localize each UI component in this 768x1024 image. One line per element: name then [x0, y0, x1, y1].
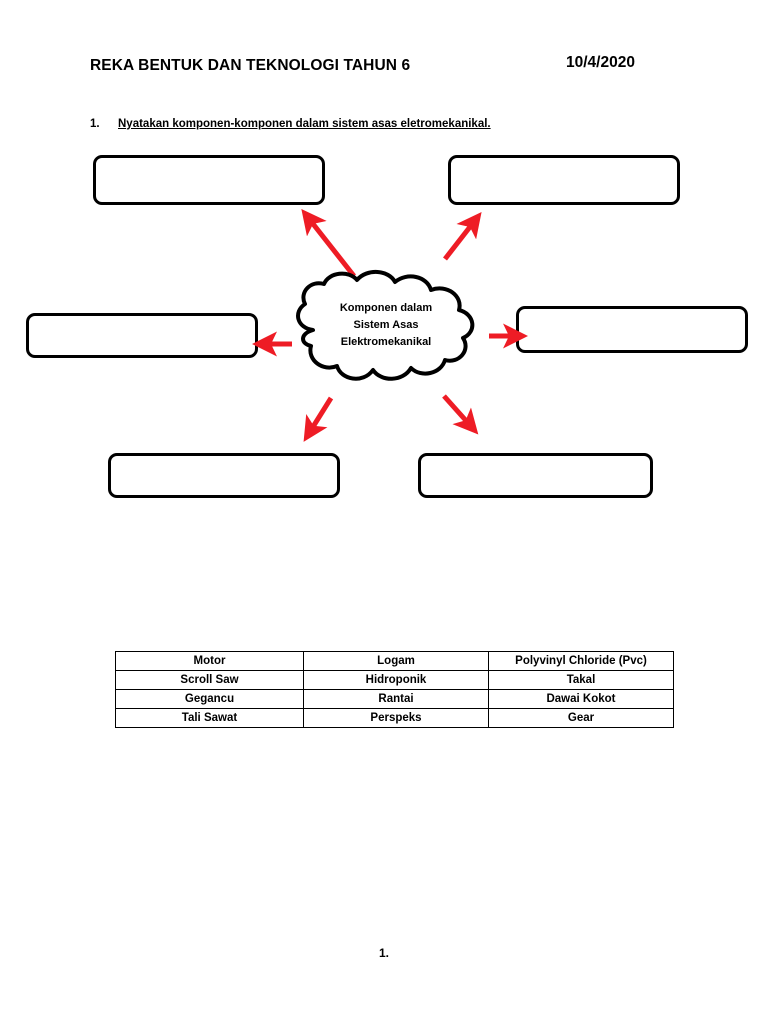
table-cell: Hidroponik	[303, 670, 489, 690]
table-cell: Scroll Saw	[115, 670, 304, 690]
arrow-down-left	[303, 396, 334, 442]
table-cell: Takal	[488, 670, 674, 690]
table-row: Scroll Saw Hidroponik Takal	[115, 670, 674, 690]
table-cell: Gegancu	[115, 689, 304, 709]
answer-box-top-left[interactable]	[93, 155, 325, 205]
answer-box-middle-left[interactable]	[26, 313, 258, 358]
answer-box-middle-right[interactable]	[516, 306, 748, 353]
table-cell: Tali Sawat	[115, 708, 304, 728]
table-cell: Rantai	[303, 689, 489, 709]
table-cell: Logam	[303, 651, 489, 671]
question-number: 1.	[90, 118, 100, 130]
answer-box-bottom-left[interactable]	[108, 453, 340, 498]
answer-box-bottom-right[interactable]	[418, 453, 653, 498]
page-title: REKA BENTUK DAN TEKNOLOGI TAHUN 6	[90, 57, 411, 74]
cloud-outline-icon	[296, 270, 475, 381]
table-row: Tali Sawat Perspeks Gear	[115, 708, 674, 728]
question-text: Nyatakan komponen-komponen dalam sistem …	[118, 118, 491, 130]
question-1: 1. Nyatakan komponen-komponen dalam sist…	[90, 118, 491, 130]
table-cell: Dawai Kokot	[488, 689, 674, 709]
arrow-down-right	[442, 394, 479, 435]
table-cell: Perspeks	[303, 708, 489, 728]
document-header: REKA BENTUK DAN TEKNOLOGI TAHUN 6 10/4/2…	[90, 54, 690, 78]
table-cell: Motor	[115, 651, 304, 671]
table-cell: Gear	[488, 708, 674, 728]
page-number: 1.	[378, 946, 389, 960]
table-row: Gegancu Rantai Dawai Kokot	[115, 689, 674, 709]
answer-box-top-right[interactable]	[448, 155, 680, 205]
cloud-shape: Komponen dalam Sistem Asas Elektromekani…	[277, 266, 495, 392]
arrow-up-right	[443, 211, 482, 261]
word-bank-table: Motor Logam Polyvinyl Chloride (Pvc) Scr…	[115, 651, 674, 728]
document-date: 10/4/2020	[566, 54, 635, 71]
table-cell: Polyvinyl Chloride (Pvc)	[488, 651, 674, 671]
table-row: Motor Logam Polyvinyl Chloride (Pvc)	[115, 651, 674, 671]
